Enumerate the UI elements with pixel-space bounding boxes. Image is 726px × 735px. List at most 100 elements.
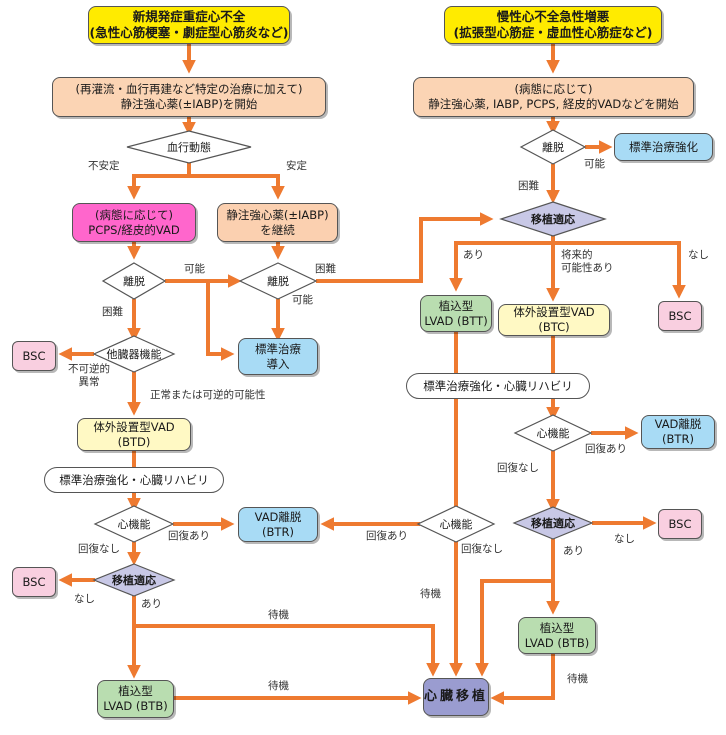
arrow-right-tx2-wait-to-heart — [475, 579, 553, 677]
possible1-label: 可能 — [184, 263, 205, 275]
left-rehab-text: 標準治療強化・心臓リハビリ — [59, 472, 209, 487]
tx-left-diamond — [92, 563, 176, 597]
hemo-diamond — [126, 130, 252, 164]
wean2-label: 離脱 — [267, 275, 289, 288]
arrow-hemo-to-pcps — [127, 163, 191, 200]
right-rehab-text: 標準治療強化・心臓リハビリ — [423, 378, 573, 393]
left-tx-no-label: なし — [74, 593, 95, 605]
heart-transplant-text: 心臓移植 — [424, 688, 489, 704]
right-vad-wean-line1: VAD離脱 — [654, 417, 702, 432]
bsc1-text: BSC — [22, 348, 46, 363]
vad-wean-left-line2: (BTR) — [262, 524, 294, 539]
right-btc-line2: (BTC) — [538, 320, 570, 334]
organ-diamond — [92, 335, 176, 373]
right-std-enhance-box: 標準治療強化 — [614, 133, 713, 161]
right-future-label: 将来的 可能性あり — [561, 249, 614, 275]
hemo-label: 血行動態 — [167, 141, 211, 154]
bsc2-left-box: BSC — [12, 567, 56, 597]
pcps-line1: (病態に応じて) — [95, 207, 173, 222]
left-btb-box: 植込型 LVAD (BTB) — [97, 680, 174, 718]
cardiac-left-label: 心機能 — [117, 518, 151, 531]
mid-cardiac-label: 心機能 — [439, 518, 473, 531]
right-rehab-box: 標準治療強化・心臓リハビリ — [406, 373, 590, 399]
right-bsc-top-text: BSC — [668, 308, 692, 323]
right-tx2-label: 移植適応 — [531, 517, 575, 530]
left-recovery-no-label: 回復なし — [78, 543, 120, 555]
right-top-line2: (拡張型心筋症・虚血性心筋症など) — [453, 25, 653, 40]
right-recovery-yes-label: 回復あり — [585, 443, 627, 455]
right-cardiac-label: 心機能 — [536, 427, 570, 440]
heart-transplant-box: 心臓移植 — [423, 678, 489, 716]
arrow-hemo-to-continue — [189, 174, 285, 200]
right-btb-box: 植込型 LVAD (BTB) — [518, 617, 596, 654]
mid-recovery-yes-label: 回復あり — [366, 530, 408, 542]
right-difficult-label: 困難 — [518, 180, 539, 192]
wean1-label: 離脱 — [123, 275, 145, 288]
left-wait2-label: 待機 — [268, 680, 289, 692]
tx2-right-diamond — [512, 506, 594, 540]
arrow-wean2-to-right-tx — [316, 212, 494, 283]
difficult2-label: 困難 — [315, 263, 336, 275]
right-btb-line1: 植込型 — [539, 620, 575, 635]
left-top-line1: 新規発症重症心不全 — [132, 8, 246, 24]
right-btb-line2: LVAD (BTB) — [524, 635, 590, 650]
arrow-right-tx-to-btt — [449, 236, 555, 292]
left-initial-box: (再灌流・血行再建など特定の治療に加えて) 静注強心薬(±IABP)を開始 — [52, 77, 326, 117]
right-tx-label: 移植適応 — [531, 213, 575, 226]
unstable-label: 不安定 — [88, 160, 120, 172]
left-initial-line2: 静注強心薬(±IABP)を開始 — [120, 97, 258, 111]
right-wait-label: 待機 — [567, 673, 588, 685]
irreversible-label: 不可逆的 異常 — [68, 363, 110, 389]
arrow-right-btb-to-heart — [490, 654, 555, 705]
tx-right-diamond — [499, 201, 607, 237]
right-tx-yes-label: あり — [463, 249, 484, 261]
btd-box: 体外設置型VAD (BTD) — [77, 418, 191, 451]
left-btb-line2: LVAD (BTB) — [103, 699, 168, 713]
cardiac-mid-diamond — [416, 505, 496, 543]
arrow-right-tx-to-bsc — [553, 241, 686, 299]
right-bsc2-box: BSC — [658, 509, 702, 539]
right-std-enhance-text: 標準治療強化 — [629, 139, 698, 154]
left-rehab-box: 標準治療強化・心臓リハビリ — [44, 467, 224, 493]
arrow-left-tx-wait-to-heart — [134, 624, 440, 677]
pcps-box: (病態に応じて) PCPS/経皮的VAD — [72, 203, 196, 242]
right-initial-line2: 静注強心薬, IABP, PCPS, 経皮的VADなどを開始 — [428, 97, 679, 111]
left-btb-line1: 植込型 — [118, 684, 153, 699]
wean2-diamond — [238, 262, 318, 300]
normal-reversible-label: 正常または可逆的可能性 — [150, 389, 266, 401]
std-intro-box: 標準治療 導入 — [238, 338, 318, 375]
btd-line2: (BTD) — [117, 434, 151, 449]
wean-right-diamond — [519, 129, 587, 165]
continue-line2: を継続 — [260, 222, 295, 237]
bsc1-box: BSC — [12, 341, 56, 371]
difficult1-label: 困難 — [102, 306, 123, 318]
cardiac-left-diamond — [93, 505, 175, 543]
mid-wait-label: 待機 — [420, 588, 441, 600]
right-possible-label: 可能 — [584, 158, 605, 170]
right-tx2-yes-label: あり — [563, 545, 584, 557]
vad-wean-left-line1: VAD離脱 — [254, 509, 302, 524]
pcps-line2: PCPS/経皮的VAD — [88, 222, 180, 237]
organ-label: 他臓器機能 — [106, 348, 162, 361]
cardiac-right-diamond — [513, 414, 593, 452]
stable-label: 安定 — [286, 160, 307, 172]
std-intro-line2: 導入 — [266, 356, 290, 371]
right-btc-line1: 体外設置型VAD — [513, 305, 595, 320]
arrow-wean1-to-std-intro — [206, 281, 235, 361]
left-top-box: 新規発症重症心不全 (急性心筋梗塞・劇症型心筋炎など) — [88, 6, 290, 44]
right-vad-wean-line2: (BTR) — [662, 432, 694, 446]
left-tx-yes-label: あり — [141, 598, 162, 610]
right-wean-label: 離脱 — [542, 141, 564, 154]
right-btt-line1: 植込型 — [438, 298, 474, 313]
right-top-box: 慢性心不全急性増悪 (拡張型心筋症・虚血性心筋症など) — [444, 6, 662, 44]
wean1-diamond — [101, 262, 167, 300]
mid-recovery-no-label: 回復なし — [461, 543, 503, 555]
continue-line1: 静注強心薬(±IABP) — [226, 207, 329, 222]
right-btc-box: 体外設置型VAD (BTC) — [498, 304, 610, 336]
bsc2-left-text: BSC — [22, 574, 46, 589]
right-tx-no-label: なし — [688, 249, 709, 261]
std-intro-line1: 標準治療 — [255, 341, 301, 356]
right-bsc-top-box: BSC — [658, 301, 702, 331]
right-bsc2-text: BSC — [668, 516, 692, 531]
